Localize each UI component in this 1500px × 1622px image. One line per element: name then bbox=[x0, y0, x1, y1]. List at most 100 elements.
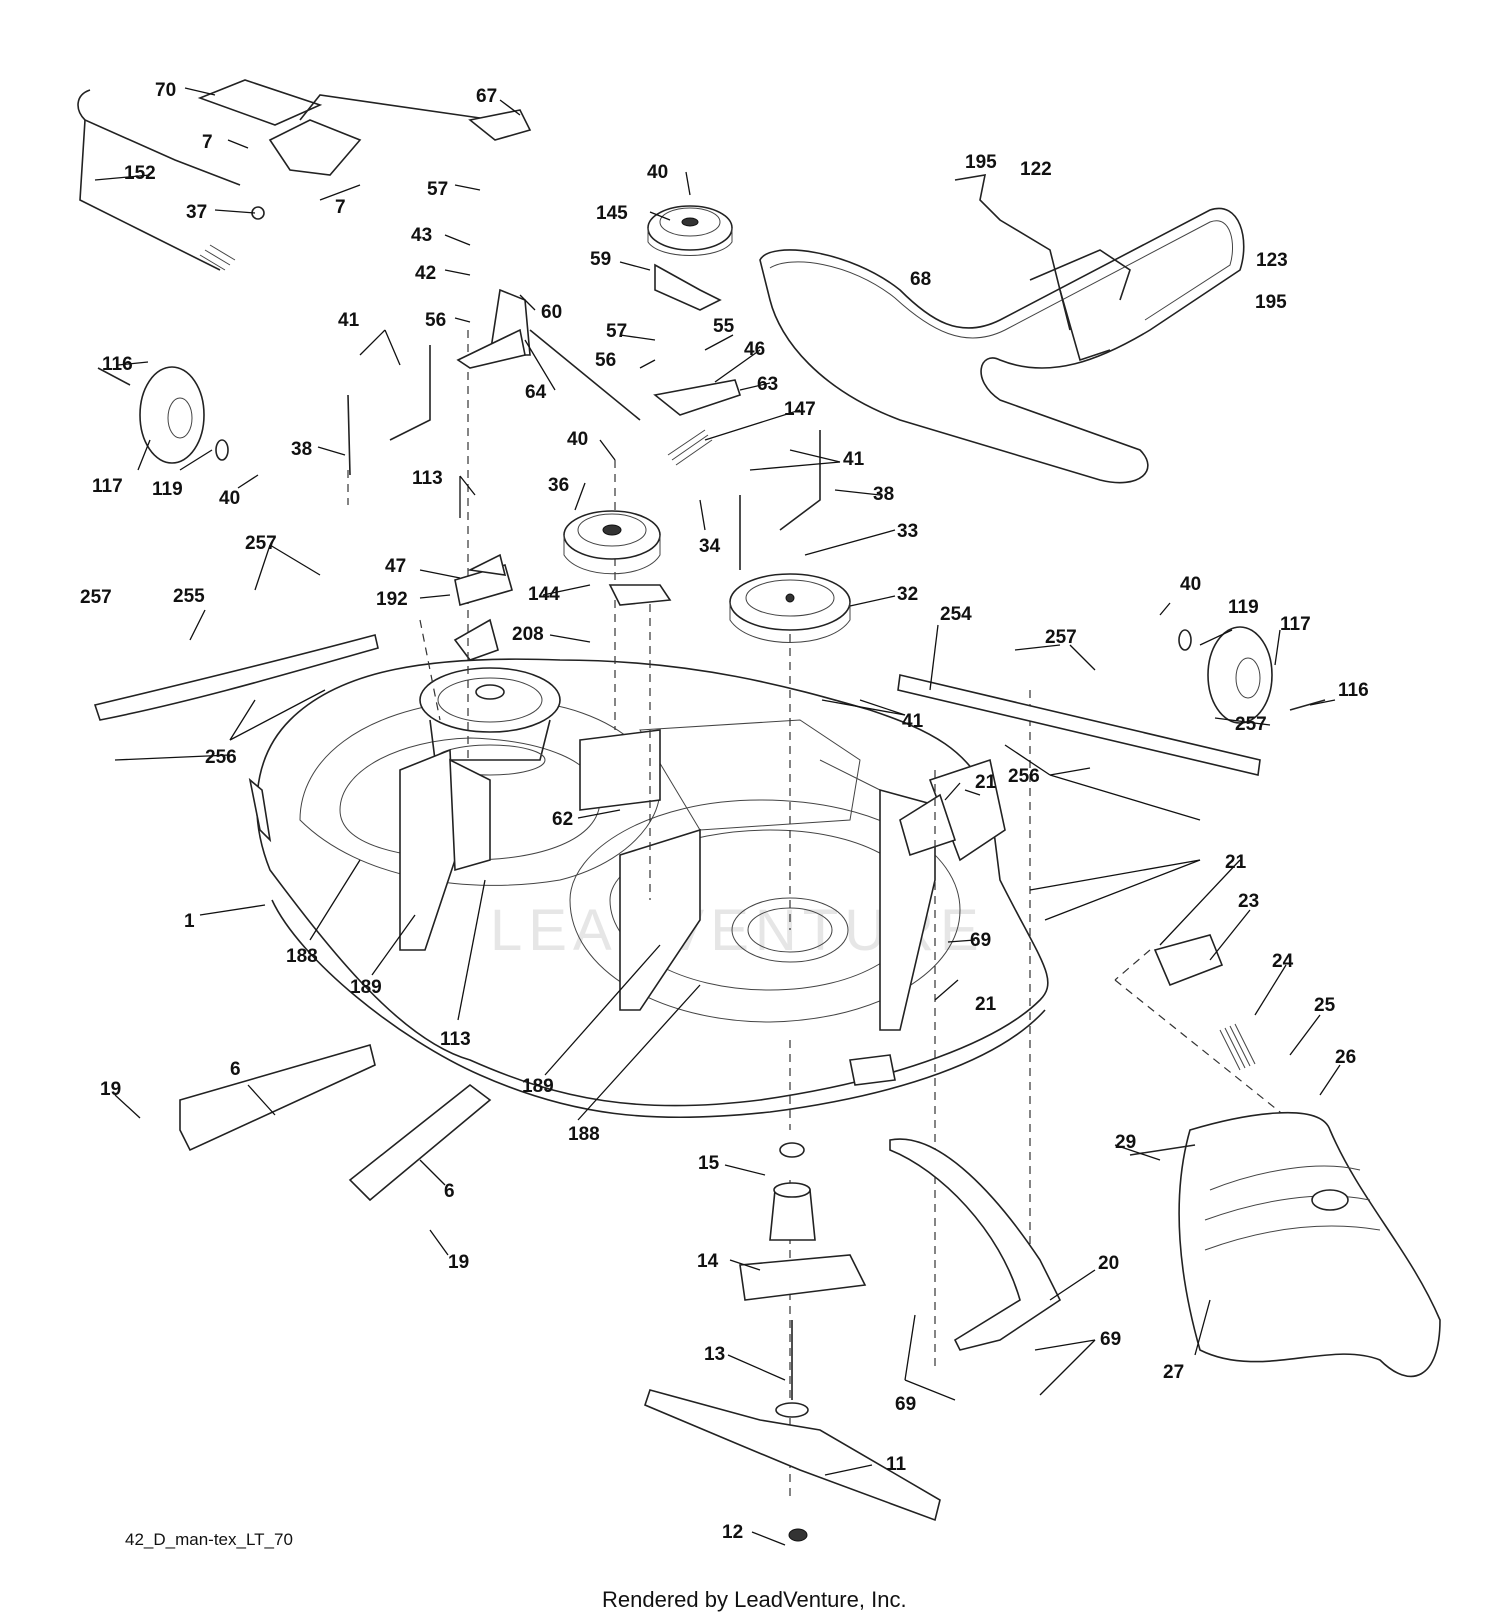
lift-arms bbox=[347, 345, 821, 570]
label-34: 34 bbox=[699, 536, 721, 557]
label-40-right: 40 bbox=[1180, 574, 1201, 595]
idler-pulley-36 bbox=[563, 510, 661, 575]
label-55: 55 bbox=[713, 316, 735, 337]
label-257-c: 257 bbox=[1045, 627, 1077, 648]
alignment-lines bbox=[347, 330, 1291, 1500]
label-152: 152 bbox=[124, 163, 156, 184]
label-41-left: 41 bbox=[338, 310, 360, 331]
baffle-20 bbox=[889, 1138, 1062, 1351]
label-113-top: 113 bbox=[412, 468, 443, 489]
label-69-left: 69 bbox=[895, 1394, 916, 1415]
label-19-left: 19 bbox=[100, 1079, 121, 1100]
label-11: 11 bbox=[886, 1454, 907, 1475]
label-122: 122 bbox=[1020, 159, 1052, 180]
label-12: 12 bbox=[722, 1522, 743, 1543]
stabilizer-bar-255 bbox=[93, 634, 379, 721]
label-20: 20 bbox=[1098, 1253, 1119, 1274]
rendered-by: Rendered by LeadVenture, Inc. bbox=[602, 1587, 907, 1612]
label-33: 33 bbox=[897, 521, 918, 542]
label-59: 59 bbox=[590, 249, 611, 270]
label-208: 208 bbox=[512, 624, 544, 645]
spindle-14 bbox=[739, 1142, 867, 1301]
label-117-left: 117 bbox=[92, 476, 123, 497]
label-40-mid: 40 bbox=[567, 429, 588, 450]
label-70: 70 bbox=[155, 80, 176, 101]
idler-pulley-145 bbox=[647, 205, 733, 256]
label-57-mid: 57 bbox=[606, 321, 627, 342]
label-188-right: 188 bbox=[568, 1124, 600, 1145]
idler-arms bbox=[456, 263, 742, 606]
label-69-top: 69 bbox=[970, 930, 991, 951]
chute-bracket-23 bbox=[1153, 934, 1256, 1071]
label-1: 1 bbox=[184, 911, 195, 932]
label-7-bottom: 7 bbox=[335, 197, 346, 218]
label-256-left: 256 bbox=[205, 747, 237, 768]
mower-blade-11 bbox=[644, 1389, 941, 1542]
label-189-right: 189 bbox=[522, 1076, 554, 1097]
label-123: 123 bbox=[1256, 250, 1288, 271]
lift-lever-assembly bbox=[77, 79, 532, 271]
deck-brackets bbox=[399, 729, 957, 1031]
label-257-b: 257 bbox=[80, 587, 112, 608]
label-68: 68 bbox=[910, 269, 931, 290]
label-116-right: 116 bbox=[1338, 680, 1369, 701]
discharge-chute-27 bbox=[1129, 1111, 1441, 1378]
label-189-left: 189 bbox=[350, 977, 382, 998]
label-36: 36 bbox=[548, 475, 569, 496]
label-47: 47 bbox=[385, 556, 406, 577]
deck-spindle-pulley bbox=[419, 667, 561, 776]
label-15: 15 bbox=[698, 1153, 720, 1174]
label-37: 37 bbox=[186, 202, 207, 223]
label-69-right: 69 bbox=[1100, 1329, 1121, 1350]
label-13: 13 bbox=[704, 1344, 725, 1365]
label-41-mid: 41 bbox=[843, 449, 865, 470]
part-labels: 70 67 7 7 152 37 57 43 42 56 60 64 41 38… bbox=[80, 80, 1369, 1543]
label-25: 25 bbox=[1314, 995, 1336, 1016]
label-21-top: 21 bbox=[975, 772, 997, 793]
label-56-mid: 56 bbox=[595, 350, 616, 371]
label-188-left: 188 bbox=[286, 946, 318, 967]
stabilizer-bar-254 bbox=[897, 674, 1261, 776]
bracket-47 bbox=[454, 553, 513, 607]
label-145: 145 bbox=[596, 203, 628, 224]
label-14: 14 bbox=[697, 1251, 719, 1272]
label-147: 147 bbox=[784, 399, 816, 420]
label-119-right: 119 bbox=[1228, 597, 1259, 618]
label-195-right: 195 bbox=[1255, 292, 1287, 313]
leader-lines bbox=[94, 87, 1341, 1546]
pulley-32 bbox=[729, 573, 851, 643]
label-257-a: 257 bbox=[245, 533, 277, 554]
label-254: 254 bbox=[940, 604, 972, 625]
label-62: 62 bbox=[552, 809, 573, 830]
label-113-bottom: 113 bbox=[440, 1029, 471, 1050]
label-60: 60 bbox=[541, 302, 562, 323]
label-23: 23 bbox=[1238, 891, 1259, 912]
label-32: 32 bbox=[897, 584, 918, 605]
label-6-left: 6 bbox=[230, 1059, 241, 1080]
label-64: 64 bbox=[525, 382, 547, 403]
label-67: 67 bbox=[476, 86, 497, 107]
belt-guides bbox=[954, 174, 1131, 362]
label-19-bottom: 19 bbox=[448, 1252, 469, 1273]
label-46: 46 bbox=[744, 339, 765, 360]
label-57-left: 57 bbox=[427, 179, 448, 200]
label-192: 192 bbox=[376, 589, 408, 610]
label-40-left: 40 bbox=[219, 488, 240, 509]
label-27: 27 bbox=[1163, 1362, 1184, 1383]
label-6-right: 6 bbox=[444, 1181, 455, 1202]
label-38-left: 38 bbox=[291, 439, 312, 460]
label-116-left: 116 bbox=[102, 354, 133, 375]
label-56-left: 56 bbox=[425, 310, 446, 331]
label-195-top: 195 bbox=[965, 152, 997, 173]
label-40-top: 40 bbox=[647, 162, 668, 183]
label-43: 43 bbox=[411, 225, 432, 246]
label-144: 144 bbox=[528, 584, 560, 605]
label-29: 29 bbox=[1115, 1132, 1136, 1153]
deck-hangers-6 bbox=[179, 1044, 492, 1202]
label-21-bottom: 21 bbox=[975, 994, 997, 1015]
label-21-right: 21 bbox=[1225, 852, 1247, 873]
label-24: 24 bbox=[1272, 951, 1294, 972]
diagram-code: 42_D_man-tex_LT_70 bbox=[125, 1530, 293, 1549]
label-26: 26 bbox=[1335, 1047, 1356, 1068]
